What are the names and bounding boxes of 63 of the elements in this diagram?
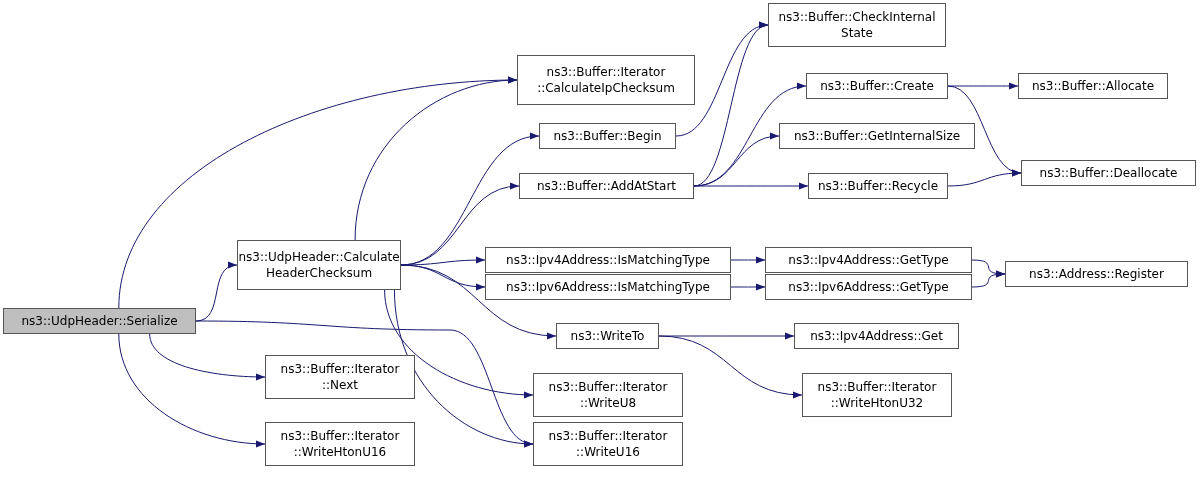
function-box xyxy=(265,422,415,466)
arrow xyxy=(118,333,266,448)
arrow xyxy=(693,182,809,190)
function-name: ns3::Buffer::Iterator ::WriteU16 xyxy=(547,428,669,460)
function-name: ns3::UdpHeader::Calculate HeaderChecksum xyxy=(238,249,400,281)
arrow xyxy=(149,333,266,381)
function-box xyxy=(794,323,959,349)
function-name: ns3::WriteTo xyxy=(570,328,645,344)
function-name: ns3::Buffer::Iterator ::Next xyxy=(279,361,401,393)
arrow xyxy=(971,270,1006,288)
function-box xyxy=(1018,73,1168,99)
function-name: ns3::Buffer::Iterator ::WriteHtonU16 xyxy=(279,428,401,460)
function-box xyxy=(3,308,196,334)
function-name: ns3::Buffer::Allocate xyxy=(1031,78,1155,94)
function-box xyxy=(1021,160,1196,186)
arrow xyxy=(118,76,518,309)
function-box xyxy=(485,247,731,273)
function-box xyxy=(806,73,948,99)
arrow xyxy=(400,264,557,339)
function-box xyxy=(265,355,415,399)
function-name: ns3::Buffer::Iterator ::CalculateIpChecksum xyxy=(536,64,676,96)
function-name: ns3::Buffer::Recycle xyxy=(817,178,939,194)
arrow xyxy=(195,262,238,322)
function-name: ns3::Ipv6Address::GetType xyxy=(788,279,949,295)
function-name: ns3::Buffer::Iterator ::WriteHtonU32 xyxy=(816,379,938,411)
function-box xyxy=(533,422,683,466)
arrow xyxy=(354,77,518,241)
function-name: ns3::Address::Register xyxy=(1029,266,1164,282)
function-box xyxy=(517,55,695,105)
function-name: ns3::Ipv4Address::GetType xyxy=(788,252,949,268)
function-box xyxy=(765,247,972,273)
function-name: ns3::Buffer::Deallocate xyxy=(1039,165,1178,181)
function-name: ns3::Buffer::CheckInternal State xyxy=(777,9,937,41)
arrow xyxy=(384,289,534,399)
function-box xyxy=(808,173,948,199)
function-box xyxy=(519,173,694,199)
arrow xyxy=(400,256,486,266)
arrow xyxy=(658,335,803,398)
function-box xyxy=(539,123,676,149)
function-box xyxy=(533,373,683,417)
function-box xyxy=(768,3,946,47)
function-name: ns3::Ipv4Address::Get xyxy=(810,328,943,344)
function-name: ns3::Ipv4Address::IsMatchingType xyxy=(506,252,710,268)
arrow xyxy=(693,133,780,187)
function-box xyxy=(802,373,952,417)
arrow xyxy=(947,85,1022,175)
function-name: ns3::Buffer::GetInternalSize xyxy=(793,128,961,144)
arrow xyxy=(730,256,766,264)
function-name: ns3::Ipv6Address::IsMatchingType xyxy=(506,279,710,295)
function-box xyxy=(485,274,731,300)
function-box xyxy=(779,123,975,149)
function-name: ns3::Buffer::Iterator ::WriteU8 xyxy=(547,379,669,411)
function-box xyxy=(765,274,972,300)
function-box xyxy=(556,323,659,349)
arrow xyxy=(947,169,1022,187)
function-box xyxy=(237,240,401,290)
arrow xyxy=(730,283,766,291)
function-name: ns3::UdpHeader::Serialize xyxy=(21,313,178,329)
function-name: ns3::Buffer::AddAtStart xyxy=(536,178,677,194)
function-name: ns3::Buffer::Create xyxy=(820,78,934,94)
function-box xyxy=(1005,261,1188,287)
arrow xyxy=(393,289,534,447)
function-name: ns3::Buffer::Begin xyxy=(553,128,662,144)
